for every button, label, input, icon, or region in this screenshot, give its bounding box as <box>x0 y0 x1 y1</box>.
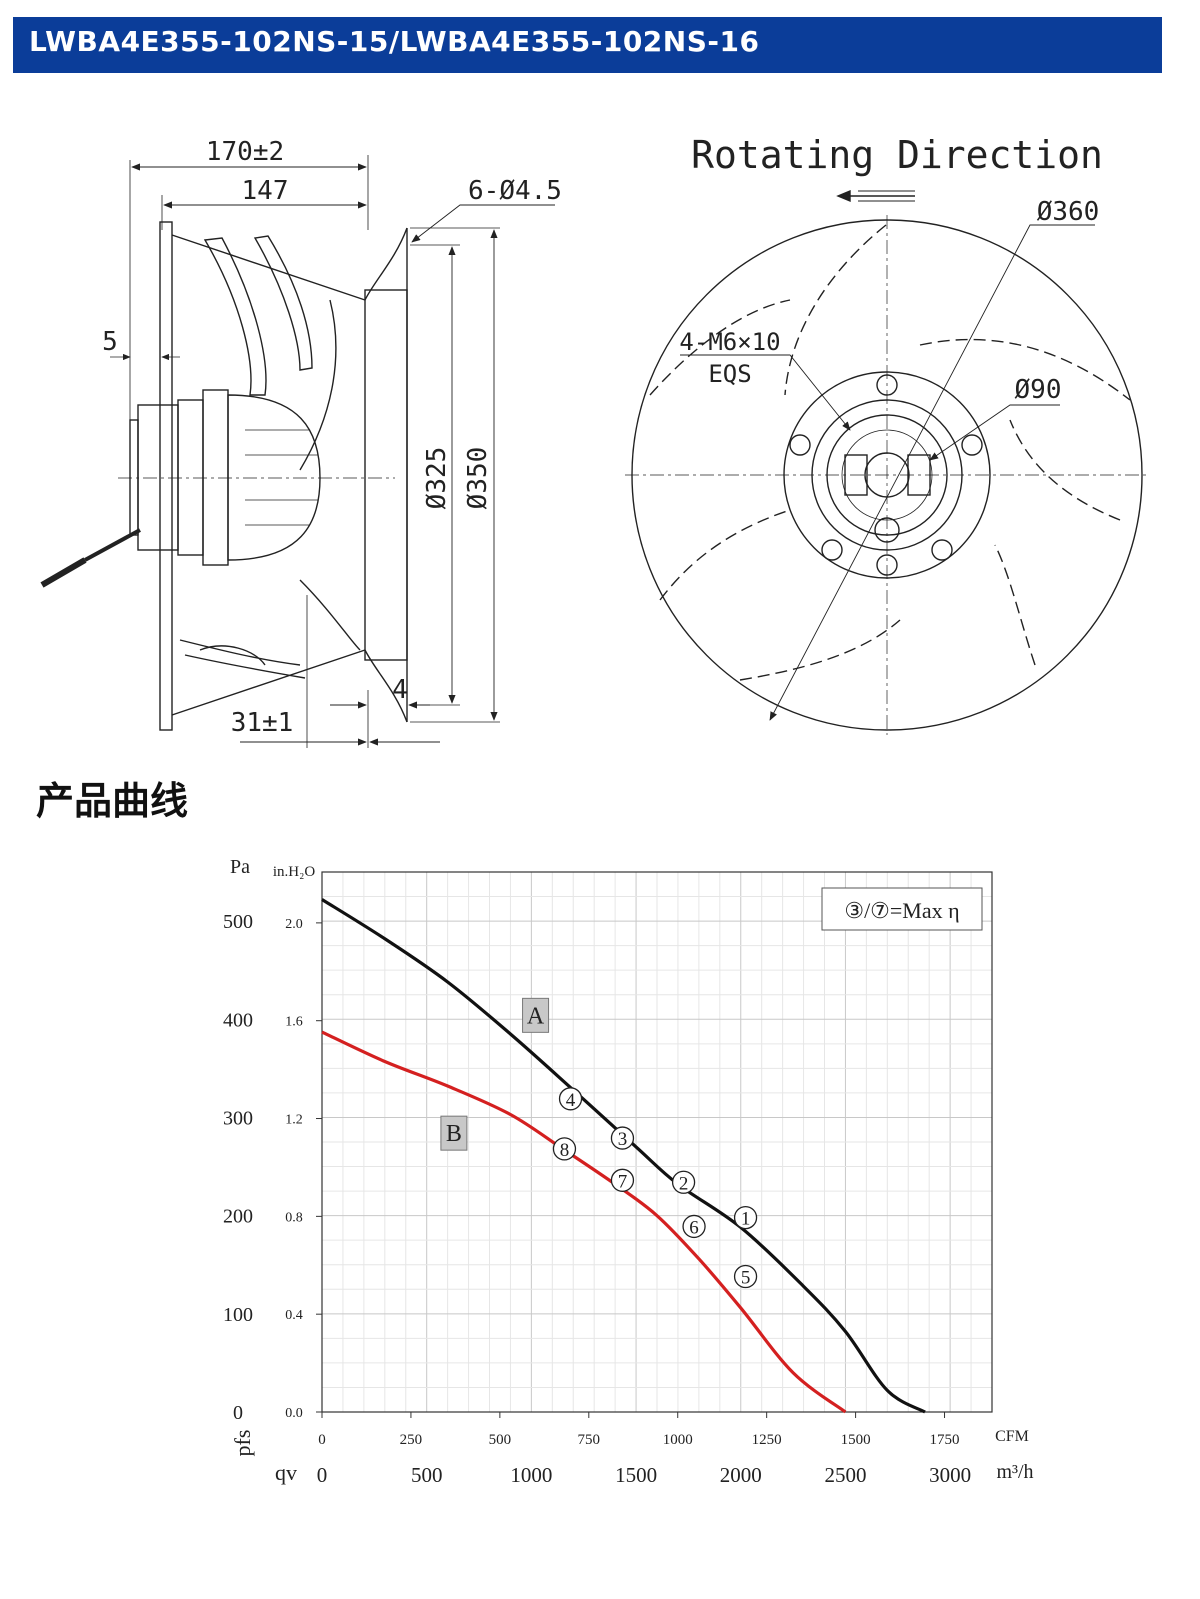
chart-series <box>321 898 926 1414</box>
x-tick-cfm: 1500 <box>841 1432 871 1448</box>
dim-170: 170±2 <box>206 137 284 167</box>
operating-point-3: 3 <box>610 1126 635 1150</box>
operating-point-circle <box>733 1264 758 1289</box>
operating-point-4: 4 <box>558 1087 583 1111</box>
operating-point-1: 1 <box>733 1205 758 1230</box>
dim-31: 31±1 <box>231 708 294 738</box>
operating-point-label: 2 <box>679 1173 689 1194</box>
y-tick-pa: 300 <box>223 1107 253 1129</box>
plot-frame <box>321 871 993 1413</box>
x-tick-cfm: 0 <box>318 1432 326 1448</box>
side-view <box>40 155 555 748</box>
x-unit-cfm: CFM <box>995 1428 1029 1445</box>
title-bar: LWBA4E355-102NS-15/LWBA4E355-102NS-16 <box>13 17 1162 73</box>
operating-point-circle <box>610 1168 635 1192</box>
chart-grid <box>322 872 992 1412</box>
operating-point-label: 6 <box>689 1217 699 1238</box>
series-tag-box <box>440 1115 468 1151</box>
operating-point-label: 8 <box>560 1140 570 1161</box>
x-unit-m3h: m³/h <box>996 1461 1033 1483</box>
dim-mounting-holes: 6-Ø4.5 <box>468 176 562 206</box>
operating-point-circle <box>552 1137 577 1161</box>
y-tick-pa: 100 <box>223 1304 253 1326</box>
operating-point-label: 1 <box>741 1209 751 1230</box>
series-line-a <box>321 898 926 1414</box>
y-ticks-inh2o: 0.0 0.4 0.8 1.2 1.6 2.0 <box>285 917 322 1421</box>
operating-point-circle <box>671 1170 696 1194</box>
x-tick-m3h: 1500 <box>615 1463 657 1487</box>
x-tick-m3h: 0 <box>317 1463 328 1487</box>
y-axis-symbol: pfs <box>230 1430 255 1457</box>
front-view-labels: Rotating Direction Ø360 4-M6×10 EQS Ø90 <box>679 133 1102 405</box>
y-tick-inh2o: 0.8 <box>285 1210 303 1225</box>
dim-90: Ø90 <box>1015 375 1062 405</box>
operating-point-5: 5 <box>733 1264 758 1289</box>
operating-point-label: 7 <box>618 1171 628 1192</box>
operating-point-2: 2 <box>671 1170 696 1194</box>
dim-5: 5 <box>102 327 118 357</box>
series-line-b <box>321 1030 847 1414</box>
operating-point-label: 4 <box>566 1090 576 1111</box>
x-tick-cfm: 750 <box>578 1432 601 1448</box>
x-ticks-cfm: 0 250 500 750 1000 1250 1500 1750 <box>318 1412 960 1448</box>
y-tick-pa: 200 <box>223 1206 253 1228</box>
x-ticks-m3h: 0 500 1000 1500 2000 2500 3000 <box>317 1463 971 1487</box>
dim-147: 147 <box>242 176 289 206</box>
side-view-labels: 170±2 147 6-Ø4.5 5 Ø325 Ø350 31±1 4 <box>102 137 562 738</box>
x-tick-m3h: 3000 <box>929 1463 971 1487</box>
y-ticks-pa: 0 100 200 300 400 500 <box>223 911 253 1424</box>
operating-point-circle <box>610 1126 635 1150</box>
operating-point-markers: 4 3 2 1 8 7 6 5 <box>552 1087 758 1289</box>
x-tick-m3h: 2500 <box>824 1463 866 1487</box>
y-unit-inh2o: in.H₂O <box>273 864 315 880</box>
y-unit-pa: Pa <box>230 856 250 878</box>
technical-drawing: 170±2 147 6-Ø4.5 5 Ø325 Ø350 31±1 4 <box>40 133 1150 748</box>
x-tick-cfm: 1750 <box>930 1432 960 1448</box>
rotating-direction-label: Rotating Direction <box>691 133 1103 177</box>
x-tick-m3h: 1000 <box>510 1463 552 1487</box>
x-tick-m3h: 500 <box>411 1463 443 1487</box>
operating-point-circle <box>682 1214 706 1239</box>
y-tick-pa: 0 <box>233 1402 243 1424</box>
dim-325: Ø325 <box>422 447 452 510</box>
max-efficiency-note: ③/⑦=Max η <box>844 898 959 923</box>
x-axis-symbol: qv <box>275 1460 297 1485</box>
dim-screws: 4-M6×10 <box>679 328 780 356</box>
dim-360: Ø360 <box>1037 197 1100 227</box>
operating-point-6: 6 <box>682 1214 706 1239</box>
series-tag-a: A <box>522 997 550 1033</box>
series-tag-b: B <box>440 1115 468 1151</box>
operating-point-circle <box>733 1205 758 1230</box>
x-tick-cfm: 1000 <box>663 1432 693 1448</box>
section-title: 产品曲线 <box>36 779 189 823</box>
dim-4: 4 <box>392 675 408 705</box>
operating-point-7: 7 <box>610 1168 635 1192</box>
max-efficiency-legend: ③/⑦=Max η <box>821 887 983 931</box>
dim-350: Ø350 <box>463 447 493 510</box>
series-tags: AB <box>440 997 550 1151</box>
series-tag-label: A <box>527 1003 545 1029</box>
operating-point-label: 5 <box>741 1268 751 1289</box>
series-tag-box <box>522 997 550 1033</box>
operating-point-8: 8 <box>552 1137 577 1161</box>
operating-point-circle <box>558 1087 583 1111</box>
x-tick-cfm: 250 <box>400 1432 423 1448</box>
x-tick-cfm: 1250 <box>752 1432 782 1448</box>
product-model-title: LWBA4E355-102NS-15/LWBA4E355-102NS-16 <box>29 25 760 58</box>
y-tick-inh2o: 1.6 <box>285 1015 303 1030</box>
operating-point-label: 3 <box>618 1129 628 1150</box>
x-tick-m3h: 2000 <box>720 1463 762 1487</box>
y-tick-inh2o: 2.0 <box>285 917 303 932</box>
y-tick-inh2o: 0.4 <box>285 1308 303 1323</box>
x-tick-cfm: 500 <box>489 1432 512 1448</box>
y-tick-inh2o: 1.2 <box>285 1113 303 1128</box>
series-tag-label: B <box>446 1121 462 1147</box>
dim-screws-eqs: EQS <box>708 360 751 388</box>
y-tick-inh2o: 0.0 <box>285 1406 303 1421</box>
y-tick-pa: 500 <box>223 911 253 933</box>
y-tick-pa: 400 <box>223 1009 253 1031</box>
front-view <box>625 189 1150 735</box>
